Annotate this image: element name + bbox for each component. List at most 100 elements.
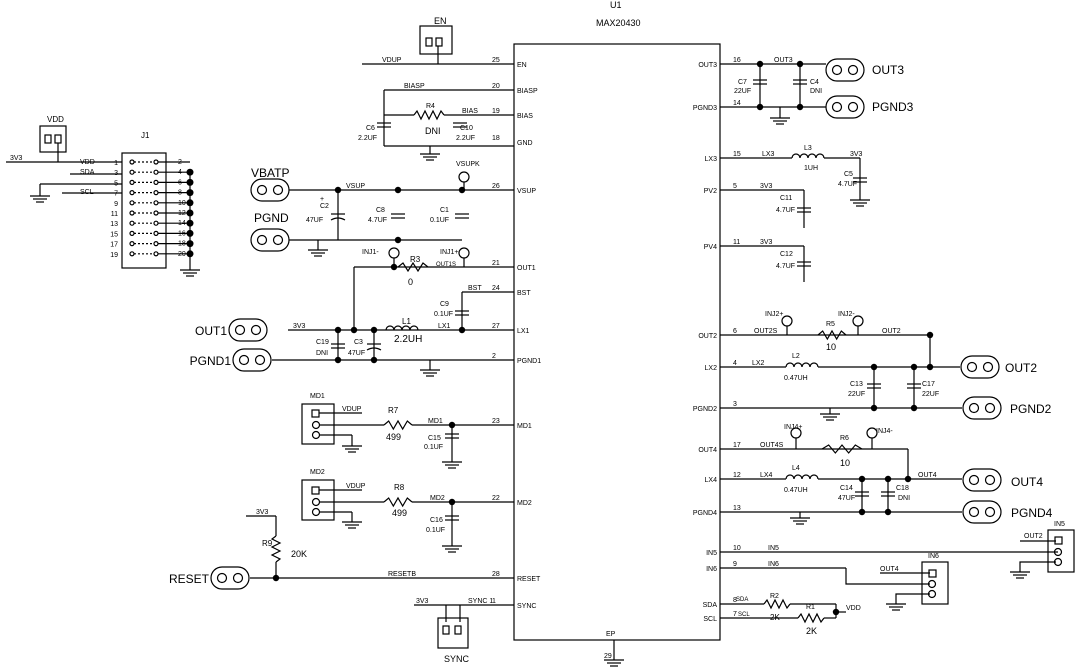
test-point-inj4-minus: INJ4-	[876, 428, 893, 435]
inductor-value: 0.47UH	[784, 487, 808, 494]
jumper-md2-label: MD2	[310, 469, 325, 476]
capacitor-value: 22UF	[922, 391, 939, 398]
ic-part-number: MAX20430	[596, 18, 641, 28]
capacitor-ref: C4	[810, 79, 819, 86]
ic-pin-number: 2	[492, 353, 496, 360]
net-vsup: VSUP	[346, 183, 365, 190]
ic-pin-number: 27	[492, 323, 500, 330]
ic-pin-name: PGND3	[693, 105, 717, 112]
header-pin	[129, 159, 135, 165]
terminal-out1[interactable]: OUT1	[195, 318, 268, 342]
test-point-vsupk: VSUPK	[456, 161, 480, 168]
net-label: SDA	[80, 169, 95, 176]
capacitor-ref: C3	[354, 339, 363, 346]
ic-pin-number: 19	[492, 108, 500, 115]
header-j1-ref: J1	[141, 131, 150, 140]
net-3v3: 3V3	[256, 509, 269, 516]
capacitor-ref: C11	[780, 195, 792, 202]
capacitor-c11: C11 4.7UF	[776, 195, 811, 214]
jumper-en[interactable]: EN	[419, 16, 453, 55]
inductor-value: 0.47UH	[784, 375, 808, 382]
net-in5: IN5	[768, 545, 779, 552]
net-vdup: VDUP	[382, 57, 402, 64]
resistor-ref: R5	[826, 321, 835, 328]
header-pin-number: 13	[110, 221, 118, 228]
terminal-out2[interactable]: OUT2	[960, 355, 1037, 379]
resistor-r4-ref: R4	[426, 103, 435, 110]
junction-dot	[926, 363, 934, 371]
capacitor-value: 22UF	[734, 88, 751, 95]
ic-pin-name: IN6	[706, 566, 717, 573]
capacitor-value: 4.7UF	[776, 207, 795, 214]
junction-dot	[884, 508, 892, 516]
terminal-reset[interactable]: RESET	[169, 566, 250, 590]
jumper-sync-label: SYNC	[444, 654, 470, 664]
terminal-pgnd[interactable]: PGND	[250, 211, 290, 252]
ic-pin-number: 28	[492, 571, 500, 578]
ic-pin-number: 8	[733, 597, 737, 604]
header-pin	[129, 251, 135, 257]
capacitor-ref: C10	[460, 125, 473, 132]
ic-pin-number: 4	[733, 360, 737, 367]
polarity-mark: +	[320, 196, 324, 203]
jumper-vdd[interactable]: VDD	[39, 115, 67, 162]
capacitor-c1: C10.1UF	[430, 207, 469, 224]
resistor-value: 2K	[770, 613, 780, 622]
jumper-en-label: EN	[434, 16, 447, 26]
ground-symbol	[180, 269, 200, 277]
capacitor-c9: C90.1UF	[434, 301, 469, 318]
jumper-md1[interactable]: MD1	[301, 393, 335, 445]
header-pin-number: 1	[114, 160, 118, 167]
terminal-out3[interactable]: OUT3	[825, 58, 904, 82]
ic-pin-number: 15	[733, 151, 741, 158]
capacitor-ref: C13	[850, 381, 863, 388]
jumper-in5[interactable]: IN5	[1047, 521, 1075, 573]
terminal-pgnd4[interactable]: PGND4	[962, 500, 1053, 524]
terminal-vbatp[interactable]: VBATP	[250, 166, 290, 202]
capacitor-value: 22UF	[848, 391, 865, 398]
net-3v3: 3V3	[10, 155, 23, 162]
net-3v3: 3V3	[760, 183, 773, 190]
capacitor-value: DNI	[810, 88, 822, 95]
ic-pin-name: PV2	[704, 188, 717, 195]
ground-symbol	[770, 117, 790, 125]
capacitor-value: 47UF	[306, 217, 323, 224]
header-pin-number: 9	[114, 201, 118, 208]
terminal-pgnd3[interactable]: PGND3	[825, 95, 914, 119]
capacitor-value: DNI	[898, 495, 910, 502]
terminal-pgnd2[interactable]: PGND2	[962, 396, 1052, 420]
junction-dot	[910, 363, 918, 371]
inductor-ref: L1	[402, 317, 411, 326]
test-point-inj1-minus: INJ1-	[362, 249, 379, 256]
ic-pin-name: RESET	[517, 576, 541, 583]
ic-pin-name: SDA	[703, 602, 718, 609]
jumper-in6[interactable]: IN6	[921, 553, 949, 605]
ic-pin-number: 18	[492, 135, 500, 142]
net-biasp: BIASP	[404, 83, 425, 90]
net-bias: BIAS	[462, 108, 478, 115]
ic-pin-name: LX2	[705, 365, 718, 372]
net-3v3: 3V3	[416, 598, 429, 605]
junction-dot	[390, 263, 398, 271]
junction-dot	[884, 475, 892, 483]
ic-pin-number: 11	[733, 239, 740, 246]
jumper-md2[interactable]: MD2	[301, 469, 335, 521]
terminal-out4[interactable]: OUT4	[962, 468, 1043, 492]
jumper-sync[interactable]: SYNC	[437, 617, 470, 664]
terminal-label: VBATP	[251, 166, 289, 180]
header-pin	[153, 251, 159, 257]
ic-pin-number: 3	[733, 401, 737, 408]
header-pin-number: 19	[110, 252, 118, 259]
jumper-vdd-label: VDD	[47, 115, 64, 124]
terminal-pgnd1[interactable]: PGND1	[190, 348, 272, 372]
header-pin	[153, 230, 159, 236]
ground-symbol	[30, 195, 50, 203]
ic-pin-name: OUT2	[698, 333, 717, 340]
net-vdd: VDD	[846, 605, 861, 612]
